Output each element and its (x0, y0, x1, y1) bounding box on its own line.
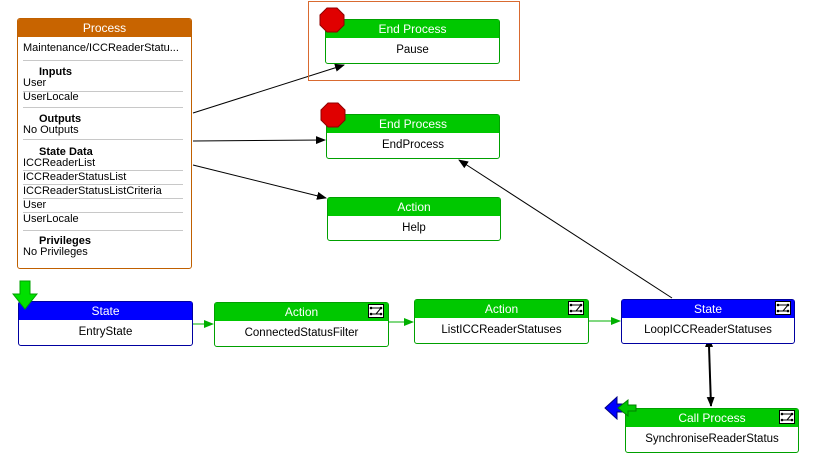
flow-icon (775, 301, 791, 315)
edge-loop-to-endprocess (458, 159, 673, 299)
edge-process-to-pause (192, 63, 345, 114)
inputs-heading: Inputs (39, 66, 72, 78)
state-data-item: UserLocale (23, 213, 79, 225)
flow-icon (779, 410, 795, 424)
node-type-label: Action (215, 303, 388, 321)
edge-process-to-help (192, 164, 327, 200)
node-type-label: State (19, 302, 192, 320)
input-item: UserLocale (23, 91, 79, 103)
flow-icon (568, 301, 584, 315)
node-name: EntryState (78, 326, 133, 338)
state-data-item: User (23, 199, 47, 211)
divider (23, 107, 183, 108)
node-name: Help (402, 222, 426, 234)
divider (23, 198, 183, 199)
outputs-heading: Outputs (39, 113, 82, 125)
divider (23, 91, 183, 92)
state-data-item: ICCReaderStatusList (23, 171, 127, 183)
node-pause[interactable]: End Process Pause (325, 19, 500, 64)
start-arrow-icon (12, 280, 38, 310)
node-name: ConnectedStatusFilter (244, 327, 359, 339)
edge-loop-to-sync (705, 337, 715, 407)
node-name: SynchroniseReaderStatus (645, 433, 779, 445)
state-data-item: ICCReaderStatusListCriteria (23, 185, 162, 197)
divider (23, 184, 183, 185)
node-connected-status-filter[interactable]: Action ConnectedStatusFilter (214, 302, 389, 347)
node-name: EndProcess (381, 139, 444, 151)
state-data-item: ICCReaderList (23, 157, 96, 169)
node-type-label: Action (328, 198, 500, 216)
call-process-icon (604, 396, 637, 420)
process-panel[interactable]: Process Maintenance/ICCReaderStatu... In… (17, 18, 192, 269)
output-item: No Outputs (23, 124, 79, 136)
flow-icon (368, 304, 384, 318)
node-name: Pause (396, 44, 429, 56)
edge-process-to-endprocess (192, 136, 326, 145)
privileges-item: No Privileges (23, 246, 88, 258)
process-name: Maintenance/ICCReaderStatu... (23, 42, 179, 54)
node-list-icc-reader-statuses[interactable]: Action ListICCReaderStatuses (414, 299, 589, 344)
node-loop-icc-reader-statuses[interactable]: State LoopICCReaderStatuses (621, 299, 795, 344)
node-name: ListICCReaderStatuses (441, 324, 562, 336)
stop-icon (319, 7, 345, 33)
input-item: User (23, 77, 47, 89)
privileges-heading: Privileges (39, 235, 91, 247)
divider (23, 139, 183, 140)
divider (23, 212, 183, 213)
node-type-label: Action (415, 300, 588, 318)
node-type-label: Call Process (626, 409, 798, 427)
node-entry-state[interactable]: State EntryState (18, 301, 193, 346)
divider (23, 230, 183, 231)
divider (23, 60, 183, 61)
node-name: LoopICCReaderStatuses (644, 324, 772, 336)
node-help[interactable]: Action Help (327, 197, 501, 241)
node-end-process[interactable]: End Process EndProcess (326, 114, 500, 159)
node-type-label: State (622, 300, 794, 318)
stop-icon (320, 102, 346, 128)
selection-highlight (308, 1, 520, 81)
divider (23, 170, 183, 171)
node-type-label: End Process (326, 20, 499, 38)
node-synchronise-reader-status[interactable]: Call Process SynchroniseReaderStatus (625, 408, 799, 453)
state-data-heading: State Data (39, 146, 93, 158)
node-type-label: End Process (327, 115, 499, 133)
process-header: Process (18, 19, 191, 37)
